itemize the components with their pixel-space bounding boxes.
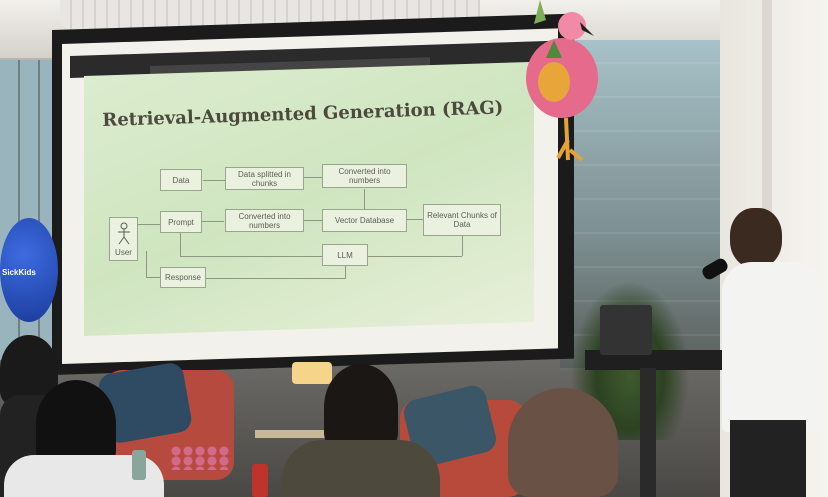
connector-relevant-down — [462, 236, 463, 256]
node-relevant-chunks: Relevant Chunks of Data — [423, 204, 501, 236]
connector-prompt-llm-h — [180, 256, 322, 257]
audience-head-2 — [36, 380, 116, 468]
table-lamp — [292, 362, 332, 384]
presenter-head — [730, 208, 782, 268]
connector-response-user-h — [146, 277, 160, 278]
connector-prompt-llm — [180, 233, 181, 257]
node-response: Response — [160, 267, 206, 288]
drink-can-2 — [252, 464, 268, 497]
node-llm: LLM — [322, 244, 368, 266]
audience-head-3 — [324, 364, 398, 450]
audience-body-3 — [282, 440, 440, 497]
connector-relevant-llm — [368, 256, 462, 257]
podium-stand — [640, 368, 656, 497]
presenter-white-shirt — [722, 262, 822, 432]
node-data: Data — [160, 169, 202, 191]
node-prompt: Prompt — [160, 211, 202, 233]
connector-prompt-converted — [202, 221, 224, 222]
connector-llm-down — [345, 266, 346, 278]
drink-can-1 — [132, 450, 146, 480]
user-stick-figure-icon — [118, 222, 130, 245]
node-user: User — [109, 217, 138, 261]
connector-split-converted — [304, 177, 322, 178]
connector-user-prompt — [138, 224, 160, 225]
podium-top — [585, 350, 755, 370]
balloon-text: SickKids — [2, 268, 36, 277]
audience-head-4 — [508, 388, 618, 497]
laptop — [600, 305, 652, 355]
blue-balloon — [0, 218, 58, 322]
side-table — [255, 430, 325, 438]
connector-data-split — [203, 180, 225, 181]
connector-vector-relevant — [407, 219, 423, 220]
node-vector-db: Vector Database — [322, 209, 407, 232]
wall-pipe — [762, 0, 772, 260]
connector-converted-vector — [364, 189, 365, 209]
node-data-split: Data splitted in chunks — [225, 167, 304, 190]
presenter-pants — [730, 420, 806, 497]
node-converted-top: Converted into numbers — [322, 164, 407, 188]
connector-llm-response — [206, 278, 346, 279]
flamingo-pineapple-decoration — [526, 0, 598, 162]
connector-response-user — [146, 251, 147, 277]
connector-converted-vector-mid — [304, 220, 322, 221]
node-converted-mid: Converted into numbers — [225, 209, 304, 232]
flower-arrangement — [170, 446, 230, 470]
